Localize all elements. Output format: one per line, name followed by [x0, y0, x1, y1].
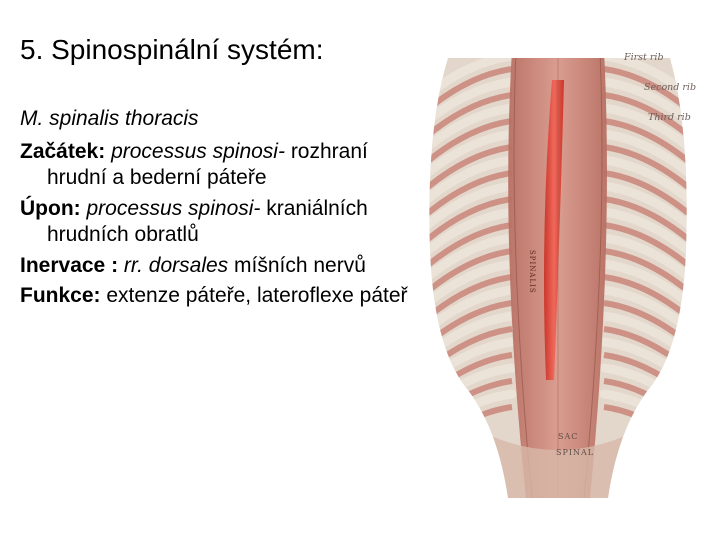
function-line: Funkce: extenze páteře, lateroflexe páte…	[20, 283, 420, 310]
rib-label-first: First rib	[624, 52, 664, 63]
sacral-label: SAC	[558, 432, 579, 441]
rib	[599, 129, 687, 179]
innervation-label: Inervace :	[20, 253, 119, 277]
innervation-rest: míšních nervů	[234, 253, 366, 277]
intercostal-muscle	[429, 248, 513, 294]
origin-text: processus spinosi-	[111, 139, 285, 163]
muscle-name-line: M. spinalis thoracis	[20, 106, 420, 133]
back-muscles-drawing	[408, 50, 706, 498]
insertion-label: Úpon:	[20, 196, 81, 220]
rib	[599, 155, 687, 205]
intercostal-muscle	[429, 170, 513, 216]
intercostal-muscle	[603, 144, 687, 190]
intercostal-muscle	[603, 170, 687, 216]
origin-line: Začátek: processus spinosi- rozhraní hru…	[20, 139, 420, 192]
intercostal-muscle	[603, 118, 687, 164]
insertion-text: processus spinosi-	[86, 196, 261, 220]
intercostal-muscle	[429, 196, 513, 242]
innervation-nerve: rr. dorsales	[123, 253, 229, 277]
intercostal-muscle	[429, 92, 513, 138]
muscle-name: M. spinalis thoracis	[20, 107, 199, 130]
function-text: extenze páteře, lateroflexe páteře	[106, 284, 420, 307]
intercostal-muscle	[603, 274, 687, 320]
rib-label-third: Third rib	[648, 112, 691, 123]
rib	[429, 155, 517, 205]
rib	[599, 207, 687, 257]
intercostal-muscle	[429, 144, 513, 190]
rib	[599, 259, 687, 309]
rib-label-second: Second rib	[644, 82, 697, 93]
rib	[599, 233, 687, 283]
rib	[599, 103, 687, 153]
rib	[429, 103, 517, 153]
origin-rest: rozhraní hrudní a bederní páteře	[47, 139, 368, 190]
spinal-label: SPINAL	[556, 448, 595, 457]
intercostal-muscle	[603, 196, 687, 242]
rib	[429, 233, 517, 283]
intercostal-muscle	[429, 274, 513, 320]
slide-title: 5. Spinospinální systém:	[20, 34, 324, 65]
spinalis-label: SPINALIS	[528, 250, 536, 294]
function-label: Funkce:	[20, 284, 101, 307]
rib	[429, 259, 517, 309]
slide-body: M. spinalis thoracis Začátek: processus …	[20, 106, 420, 314]
rib	[429, 181, 517, 231]
rib	[599, 181, 687, 231]
insertion-rest: kraniálních hrudních obratlů	[47, 196, 368, 247]
intercostal-muscle	[429, 118, 513, 164]
innervation-line: Inervace : rr. dorsales míšních nervů	[20, 253, 420, 280]
rib	[429, 207, 517, 257]
spinalis-muscle-highlight	[544, 80, 564, 380]
insertion-line: Úpon: processus spinosi- kraniálních hru…	[20, 196, 420, 249]
origin-label: Začátek:	[20, 139, 106, 163]
column-edge-left	[513, 58, 533, 498]
intercostal-muscle	[603, 248, 687, 294]
anatomy-illustration: First rib Second rib Third rib SPINALIS …	[408, 50, 706, 498]
intercostal-muscle	[603, 92, 687, 138]
column-edge-right	[583, 58, 603, 498]
intercostal-muscle	[603, 222, 687, 268]
intercostal-muscle	[429, 222, 513, 268]
lumbar-fascia	[478, 430, 638, 498]
rib	[429, 129, 517, 179]
